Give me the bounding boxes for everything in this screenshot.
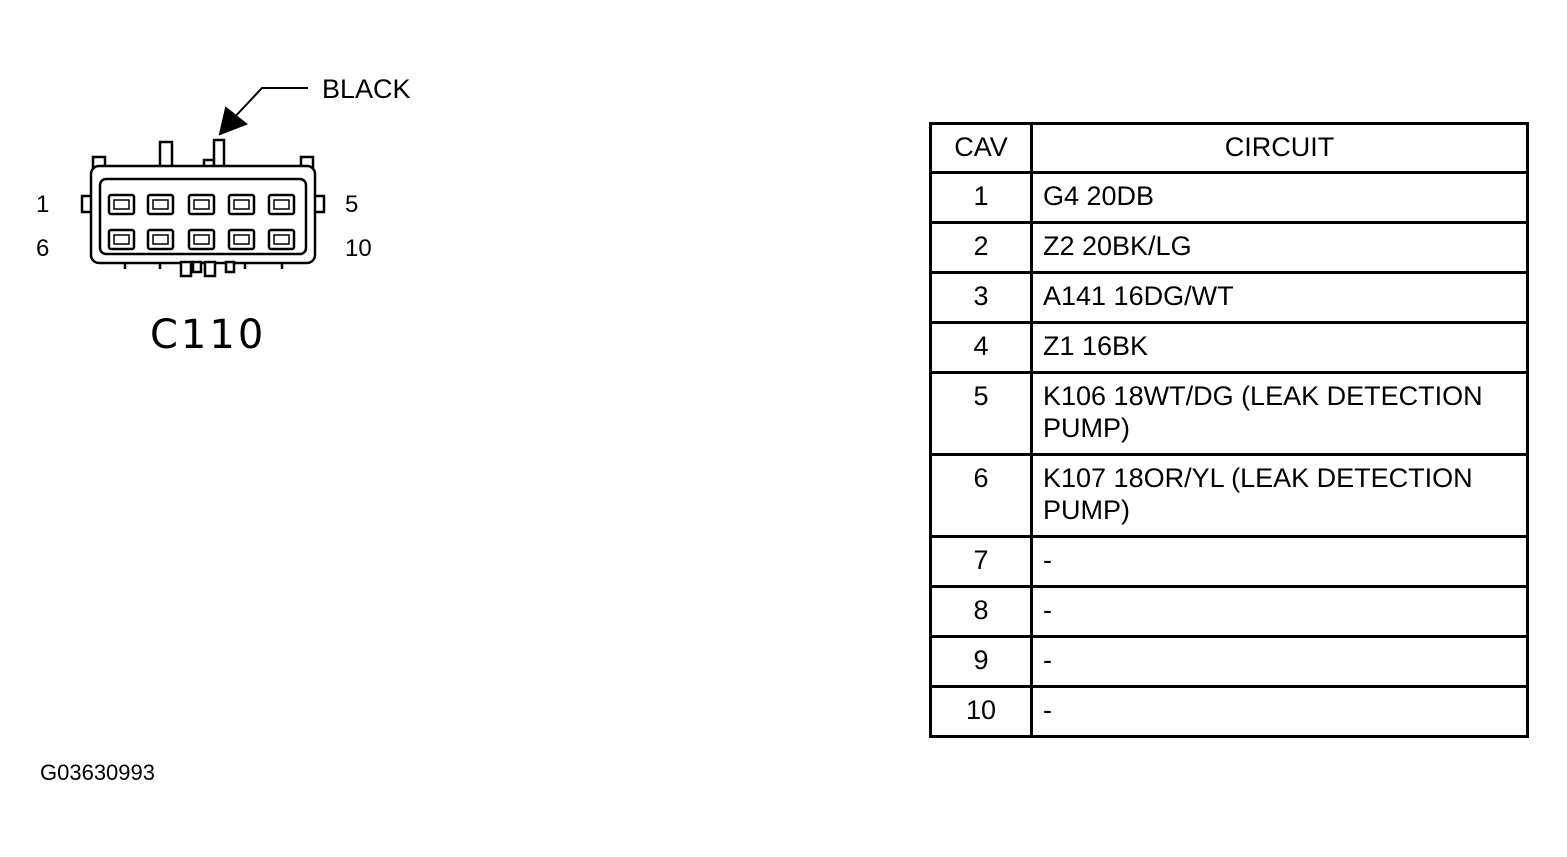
cav-cell: 1 xyxy=(929,171,1033,224)
cav-cell: 7 xyxy=(929,535,1033,588)
table-row: 8 - xyxy=(929,585,1529,638)
pin-table: CAV CIRCUIT 1 G4 20DB 2 Z2 20BK/LG 3 A14… xyxy=(929,122,1529,738)
header-cav: CAV xyxy=(929,122,1033,174)
circuit-cell: - xyxy=(1030,535,1529,588)
pin-label-6: 6 xyxy=(36,235,49,262)
table-row: 10 - xyxy=(929,685,1529,738)
pin-label-5: 5 xyxy=(345,191,358,218)
circuit-cell: A141 16DG/WT xyxy=(1030,271,1529,324)
circuit-cell: - xyxy=(1030,685,1529,738)
connector-diagram: BLACK xyxy=(36,74,411,358)
cavity xyxy=(107,193,136,216)
table-row: 3 A141 16DG/WT xyxy=(929,271,1529,324)
cavity xyxy=(227,228,256,251)
table-row: 2 Z2 20BK/LG xyxy=(929,221,1529,274)
cav-cell: 2 xyxy=(929,221,1033,274)
circuit-cell: - xyxy=(1030,585,1529,638)
cavity xyxy=(227,193,256,216)
cavity xyxy=(267,193,296,216)
table-row: 9 - xyxy=(929,635,1529,688)
table-row: 5 K106 18WT/DG (LEAK DETECTION PUMP) xyxy=(929,371,1529,456)
circuit-cell: Z1 16BK xyxy=(1030,321,1529,374)
cavity xyxy=(146,228,175,251)
header-circuit: CIRCUIT xyxy=(1030,122,1529,174)
circuit-cell: G4 20DB xyxy=(1030,171,1529,224)
cav-cell: 8 xyxy=(929,585,1033,638)
cavity xyxy=(267,228,296,251)
circuit-cell: Z2 20BK/LG xyxy=(1030,221,1529,274)
cavity-grid xyxy=(107,193,296,251)
connector-color-label: BLACK xyxy=(322,74,411,104)
table-row: 1 G4 20DB xyxy=(929,171,1529,224)
cavity xyxy=(107,228,136,251)
pin-label-10: 10 xyxy=(345,235,372,262)
cavity xyxy=(146,193,175,216)
cavity xyxy=(187,228,216,251)
table-header-row: CAV CIRCUIT xyxy=(929,122,1529,174)
circuit-cell: K106 18WT/DG (LEAK DETECTION PUMP) xyxy=(1030,371,1529,456)
circuit-cell: K107 18OR/YL (LEAK DETECTION PUMP) xyxy=(1030,453,1529,538)
cav-cell: 5 xyxy=(929,371,1033,456)
connector-body xyxy=(80,138,326,278)
cav-cell: 6 xyxy=(929,453,1033,538)
cav-cell: 9 xyxy=(929,635,1033,688)
cav-cell: 3 xyxy=(929,271,1033,324)
cav-cell: 10 xyxy=(929,685,1033,738)
color-callout xyxy=(218,87,308,136)
table-row: 4 Z1 16BK xyxy=(929,321,1529,374)
circuit-cell: - xyxy=(1030,635,1529,688)
table-row: 7 - xyxy=(929,535,1529,588)
figure-id: G03630993 xyxy=(40,760,155,785)
connector-name: C110 xyxy=(150,312,266,358)
cav-cell: 4 xyxy=(929,321,1033,374)
cavity xyxy=(187,193,216,216)
table-row: 6 K107 18OR/YL (LEAK DETECTION PUMP) xyxy=(929,453,1529,538)
pin-label-1: 1 xyxy=(36,191,49,218)
